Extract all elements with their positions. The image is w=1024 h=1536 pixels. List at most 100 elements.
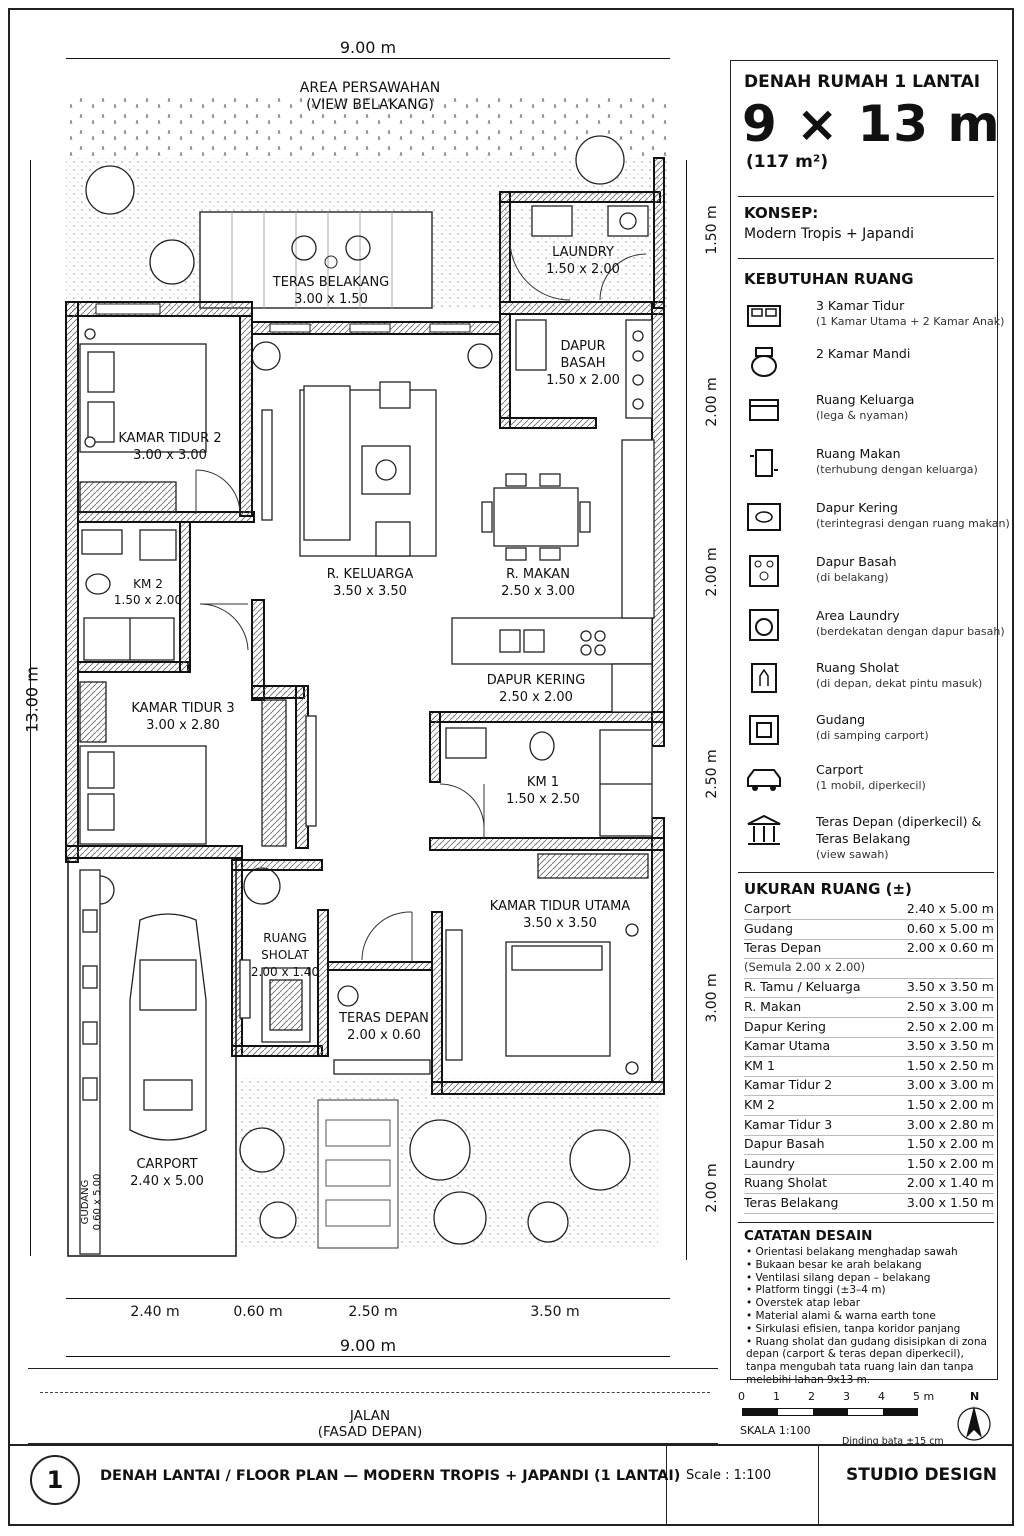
rice-field-area: [66, 92, 670, 158]
washing-machine-icon: [607, 205, 649, 237]
ukuran-name: (Semula 2.00 x 2.00): [744, 959, 866, 974]
catatan-item: Orientasi belakang menghadap sawah: [746, 1246, 996, 1259]
ukuran-row: Ruang Sholat 2.00 x 1.40 m: [744, 1174, 994, 1195]
carport-slab: [67, 857, 237, 1257]
ukuran-value: 2.00 x 0.60 m: [906, 940, 994, 956]
sheet-title: DENAH LANTAI / FLOOR PLAN — MODERN TROPI…: [100, 1468, 681, 1484]
scale-tick-label: 2: [808, 1390, 815, 1403]
chair-icon: [291, 235, 317, 261]
kebutuhan-sub: (lega & nyaman): [816, 409, 909, 422]
konsep-heading: KONSEP:: [744, 204, 819, 222]
ukuran-value: 1.50 x 2.00 m: [906, 1155, 994, 1171]
pavilion-icon: [744, 812, 784, 850]
kebutuhan-item: Teras Depan (diperkecil) & Teras Belakang…: [744, 812, 994, 861]
scale-tick-label: 0: [738, 1390, 745, 1403]
catatan-item: Bukaan besar ke arah belakang: [746, 1259, 996, 1272]
kebutuhan-sub: (di depan, dekat pintu masuk): [816, 677, 983, 690]
tree-icon: [85, 135, 631, 1245]
ukuran-name: R. Makan: [744, 999, 802, 1014]
ukuran-name: R. Tamu / Keluarga: [744, 979, 861, 995]
ukuran-name: Kamar Tidur 3: [744, 1116, 833, 1132]
stove-icon: [744, 552, 784, 590]
kebutuhan-name: Teras Depan (diperkecil) &: [816, 814, 982, 829]
kebutuhan-name: Ruang Sholat: [816, 660, 900, 675]
front-walkway: [317, 1099, 399, 1249]
ukuran-name: Carport: [744, 901, 792, 916]
ukuran-value: 3.00 x 1.50 m: [906, 1195, 994, 1210]
studio-name: STUDIO DESIGN: [846, 1465, 997, 1485]
sofa-icon: [744, 390, 784, 428]
kebutuhan-name: Gudang: [816, 712, 866, 727]
kebutuhan-item: 2 Kamar Mandi: [744, 344, 994, 388]
sink-icon: [531, 205, 573, 237]
toilet-icon: [85, 573, 111, 595]
ukuran-name: KM 2: [744, 1097, 775, 1112]
catatan-item: Platform tinggi (±3–4 m): [746, 1284, 996, 1297]
panel-area: (117 m²): [746, 152, 829, 172]
catatan-item: Material alami & warna earth tone: [746, 1310, 996, 1323]
ukuran-name: Gudang: [744, 920, 794, 936]
ukuran-name: Ruang Sholat: [744, 1175, 828, 1191]
kebutuhan-item: Carport (1 mobil, diperkecil): [744, 760, 994, 804]
ukuran-name: Teras Belakang: [744, 1195, 839, 1210]
footer-divider: [666, 1446, 667, 1524]
divider: [738, 1222, 994, 1223]
catatan-item: Sirkulasi efisien, tanpa koridor panjang: [746, 1323, 996, 1336]
kebutuhan-sub: (berdekatan dengan dapur basah): [816, 625, 1005, 638]
catatan-item: Ventilasi silang depan – belakang: [746, 1272, 996, 1285]
footer-divider: [818, 1446, 819, 1524]
catatan-item: Ruang sholat dan gudang disisipkan di zo…: [746, 1336, 996, 1387]
kebutuhan-sub: (1 mobil, diperkecil): [816, 779, 926, 792]
ukuran-name: Dapur Kering: [744, 1018, 826, 1034]
kebutuhan-item: Ruang Makan(terhubung dengan keluarga): [744, 444, 994, 488]
divider: [738, 196, 994, 197]
ukuran-value: 3.00 x 2.80 m: [906, 1116, 994, 1132]
ukuran-value: 3.00 x 3.00 m: [906, 1077, 994, 1093]
kebutuhan-item: Dapur Kering(terintegrasi dengan ruang m…: [744, 498, 1010, 542]
car-icon: [744, 760, 784, 798]
scale-tick-label: 4: [878, 1390, 885, 1403]
ukuran-value: 2.40 x 5.00 m: [906, 901, 994, 916]
kebutuhan-name: Dapur Basah: [816, 554, 897, 569]
storage-box-icon: [744, 710, 784, 748]
kebutuhan-sub: Teras Belakang: [816, 831, 911, 846]
kitchen-counter-icon: [744, 498, 784, 536]
wall-note: Dinding bata ±15 cm: [842, 1436, 944, 1447]
ukuran-value: 2.00 x 1.40 m: [906, 1175, 994, 1191]
ukuran-row: Kamar Tidur 3 3.00 x 2.80 m: [744, 1116, 994, 1136]
ukuran-value: 3.50 x 3.50 m: [906, 979, 994, 995]
ukuran-row: Kamar Tidur 2 3.00 x 3.00 m: [744, 1076, 994, 1097]
kebutuhan-name: Area Laundry: [816, 608, 900, 623]
kebutuhan-name: 2 Kamar Mandi: [816, 346, 911, 361]
ukuran-name: Laundry: [744, 1155, 795, 1171]
scale-tick-label: 5 m: [913, 1390, 935, 1403]
kebutuhan-sub: (di belakang): [816, 571, 889, 584]
konsep-text: Modern Tropis + Japandi: [744, 226, 915, 242]
north-arrow-icon: [957, 1406, 991, 1441]
drawing-sheet-border: [8, 8, 1014, 1526]
kebutuhan-item: Dapur Basah (di belakang): [744, 552, 994, 596]
dining-table-icon: [744, 444, 784, 482]
catatan-heading: CATATAN DESAIN: [744, 1228, 873, 1244]
dining-table-icon: [493, 487, 579, 547]
sheet-number: 1: [30, 1455, 80, 1505]
kebutuhan-item: Ruang Sholat (di depan, dekat pintu masuk…: [744, 658, 994, 702]
ukuran-row: Laundry 1.50 x 2.00 m: [744, 1155, 994, 1175]
catatan-item: Overstek atap lebar: [746, 1297, 996, 1310]
scale-tick-label: 3: [843, 1390, 850, 1403]
ukuran-name: Kamar Tidur 2: [744, 1077, 833, 1093]
panel-title: DENAH RUMAH 1 LANTAI: [744, 72, 981, 92]
divider: [738, 872, 994, 873]
kebutuhan-name: Carport: [816, 762, 864, 777]
north-label: N: [970, 1390, 980, 1403]
kebutuhan-item: 3 Kamar Tidur(1 Kamar Utama + 2 Kamar An…: [744, 296, 1004, 340]
scale-bar: [742, 1408, 918, 1416]
ukuran-row: Teras Belakang 3.00 x 1.50 m: [744, 1194, 994, 1214]
divider: [738, 258, 994, 259]
